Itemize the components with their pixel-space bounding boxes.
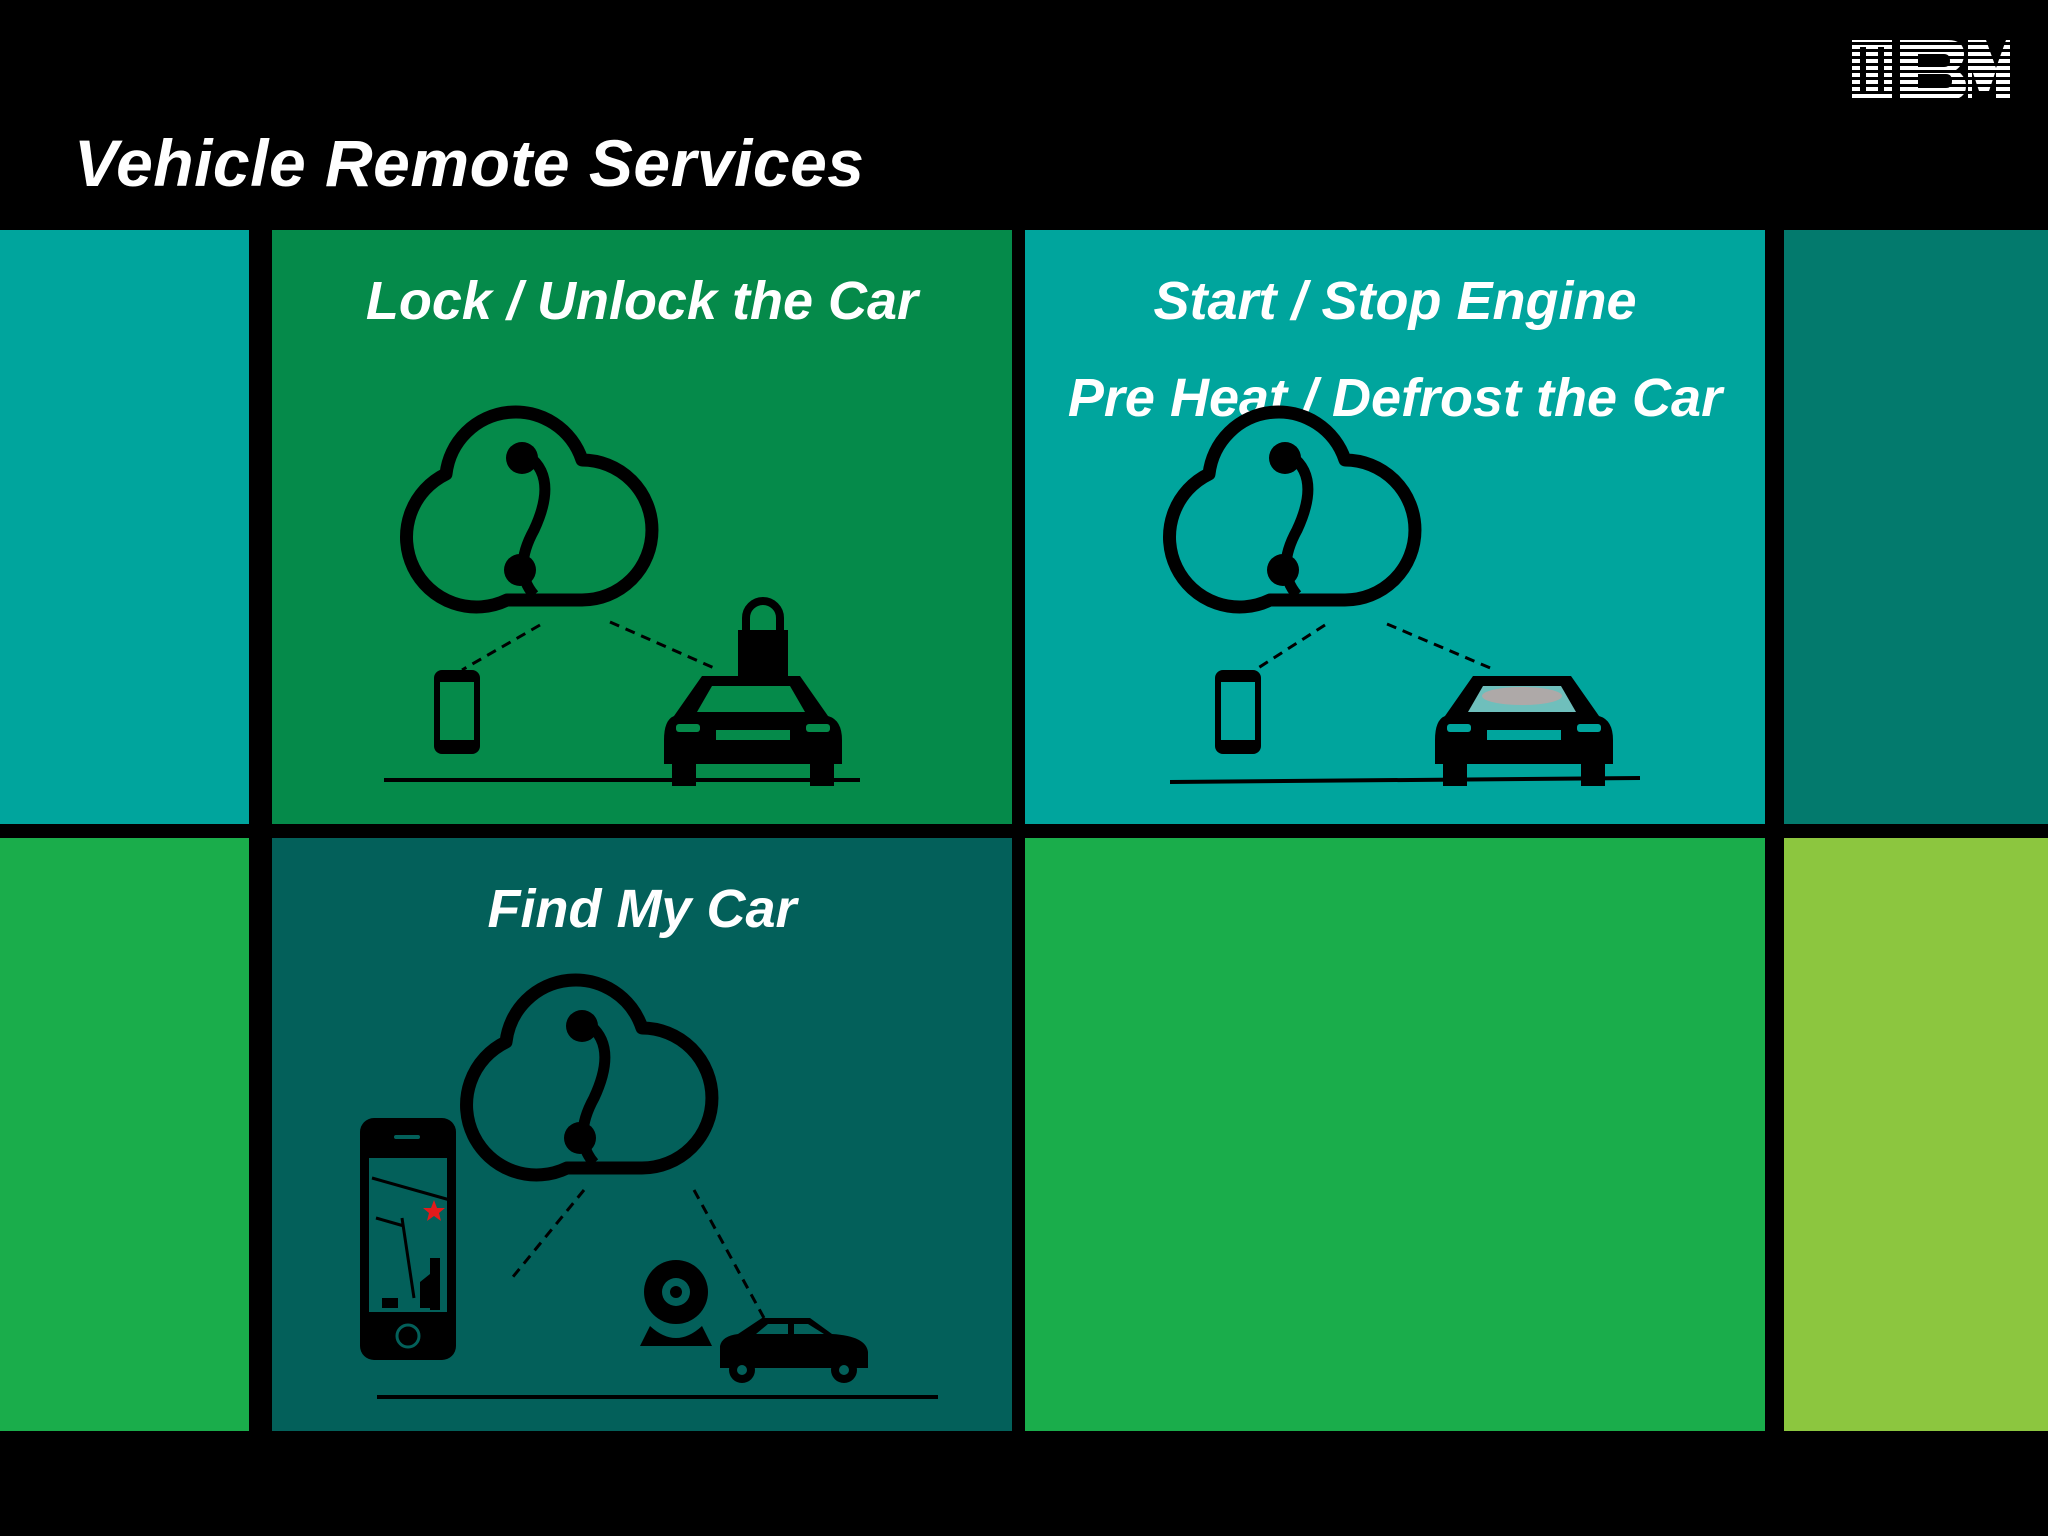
- tile-start-stop[interactable]: Start / Stop Engine Pre Heat / Defrost t…: [1025, 230, 1765, 824]
- car-side-icon: [720, 1318, 868, 1383]
- car-front-icon: [664, 676, 842, 786]
- tile-heading-find-my-car: Find My Car: [487, 879, 797, 939]
- ground-line: [1169, 776, 1641, 784]
- smartphone-icon: [1215, 670, 1261, 754]
- location-star-icon: [423, 1200, 445, 1221]
- tile-lime-right: [1784, 838, 2048, 1431]
- webcam-icon: [640, 1260, 712, 1346]
- map-phone-icon: [360, 1118, 456, 1360]
- tile-green-center: [1025, 838, 1765, 1431]
- cloud-icon: [460, 973, 719, 1182]
- ibm-logo: [1852, 40, 2010, 100]
- tile-lock-unlock[interactable]: Lock / Unlock the Car: [272, 230, 1012, 824]
- start-stop-illustration: [1163, 405, 1641, 786]
- tile-heading-preheat-defrost: Pre Heat / Defrost the Car: [1067, 368, 1723, 428]
- cloud-icon: [1163, 405, 1422, 614]
- slide-title: Vehicle Remote Services: [74, 126, 865, 200]
- padlock-icon: [738, 597, 788, 678]
- tile-find-my-car[interactable]: Find My Car: [272, 838, 1012, 1431]
- lock-unlock-illustration: [384, 405, 860, 786]
- tile-green-left: [0, 838, 249, 1431]
- find-my-car-illustration: [360, 973, 938, 1399]
- smartphone-icon: [434, 670, 480, 754]
- tile-heading-lock-unlock: Lock / Unlock the Car: [365, 271, 919, 331]
- tile-dark-teal-right: [1784, 230, 2048, 824]
- tile-teal-left: [0, 230, 249, 824]
- tile-heading-start-stop: Start / Stop Engine: [1153, 271, 1637, 331]
- car-front-icon: [1435, 676, 1613, 786]
